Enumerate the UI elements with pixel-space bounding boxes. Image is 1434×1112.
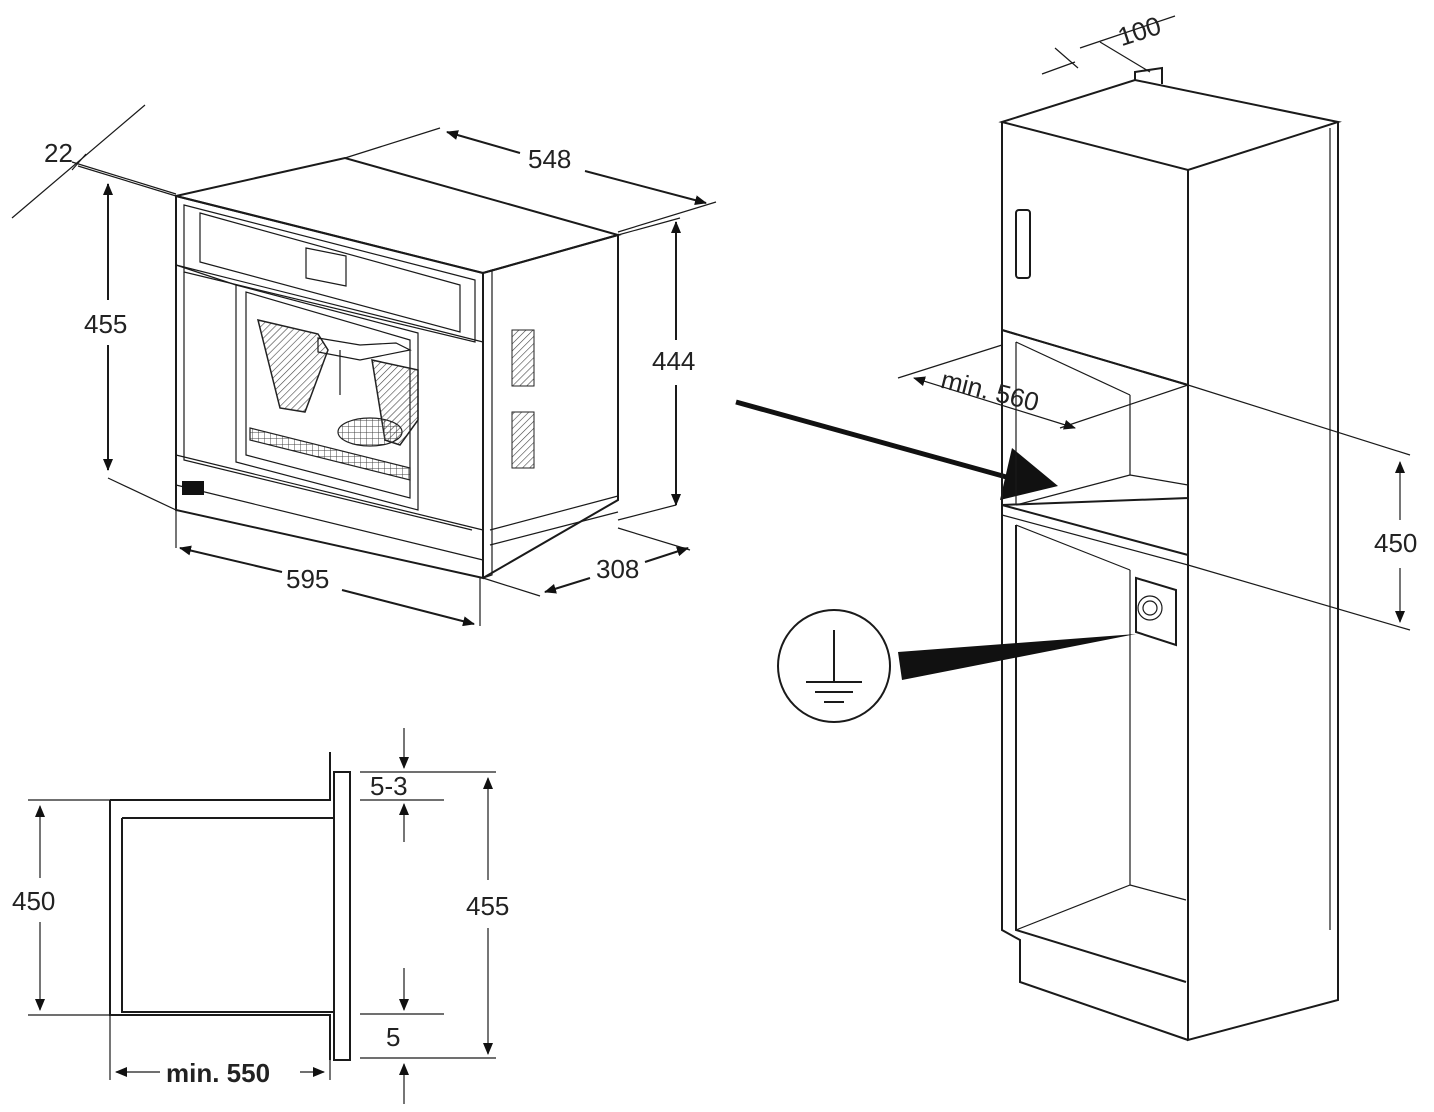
- dim-308: 308: [596, 554, 639, 584]
- dim-548: 548: [528, 144, 571, 174]
- lower-compartment: [1015, 525, 1187, 983]
- brand-badge: [182, 481, 204, 495]
- dim-5: 5: [386, 1022, 400, 1052]
- tall-cabinet-drawing: [998, 66, 1342, 1042]
- side-vent-lower: [511, 411, 535, 469]
- display-panel: [305, 247, 347, 287]
- dim-22: 22: [44, 138, 73, 168]
- dim-5-3: 5-3: [370, 771, 408, 801]
- dim-min-560: min. 560: [938, 364, 1042, 417]
- machine-side: [482, 233, 619, 579]
- coffee-machine-drawing: [175, 156, 622, 580]
- dim-444: 444: [652, 346, 695, 376]
- dim-455-section: 455: [466, 891, 509, 921]
- dim-450-section: 450: [12, 886, 55, 916]
- dim-455: 455: [84, 309, 127, 339]
- dim-100: 100: [1114, 10, 1165, 52]
- side-vent-upper: [511, 329, 535, 387]
- section-view: [109, 752, 351, 1061]
- machine-top: [175, 156, 622, 275]
- appliance-niche: [1001, 328, 1189, 507]
- drip-tray: [249, 427, 411, 481]
- dim-450-niche: 450: [1374, 528, 1417, 558]
- door-handle: [1015, 209, 1031, 279]
- ground-symbol: [777, 609, 1136, 723]
- machine-dimensions: 22 548 455 444 595 308: [11, 104, 717, 627]
- insert-arrow: [735, 399, 1058, 500]
- cup-platform: [337, 417, 403, 447]
- power-socket: [1135, 576, 1177, 647]
- section-dimensions: 450 455 5-3 5 min. 550: [12, 728, 509, 1104]
- cabinet-dimensions: 100 min. 560 450: [897, 10, 1417, 631]
- dim-min-550: min. 550: [166, 1058, 270, 1088]
- dim-595: 595: [286, 564, 329, 594]
- brew-chamber: [235, 284, 419, 511]
- front-panel-section: [333, 771, 351, 1061]
- left-funnel: [256, 318, 329, 413]
